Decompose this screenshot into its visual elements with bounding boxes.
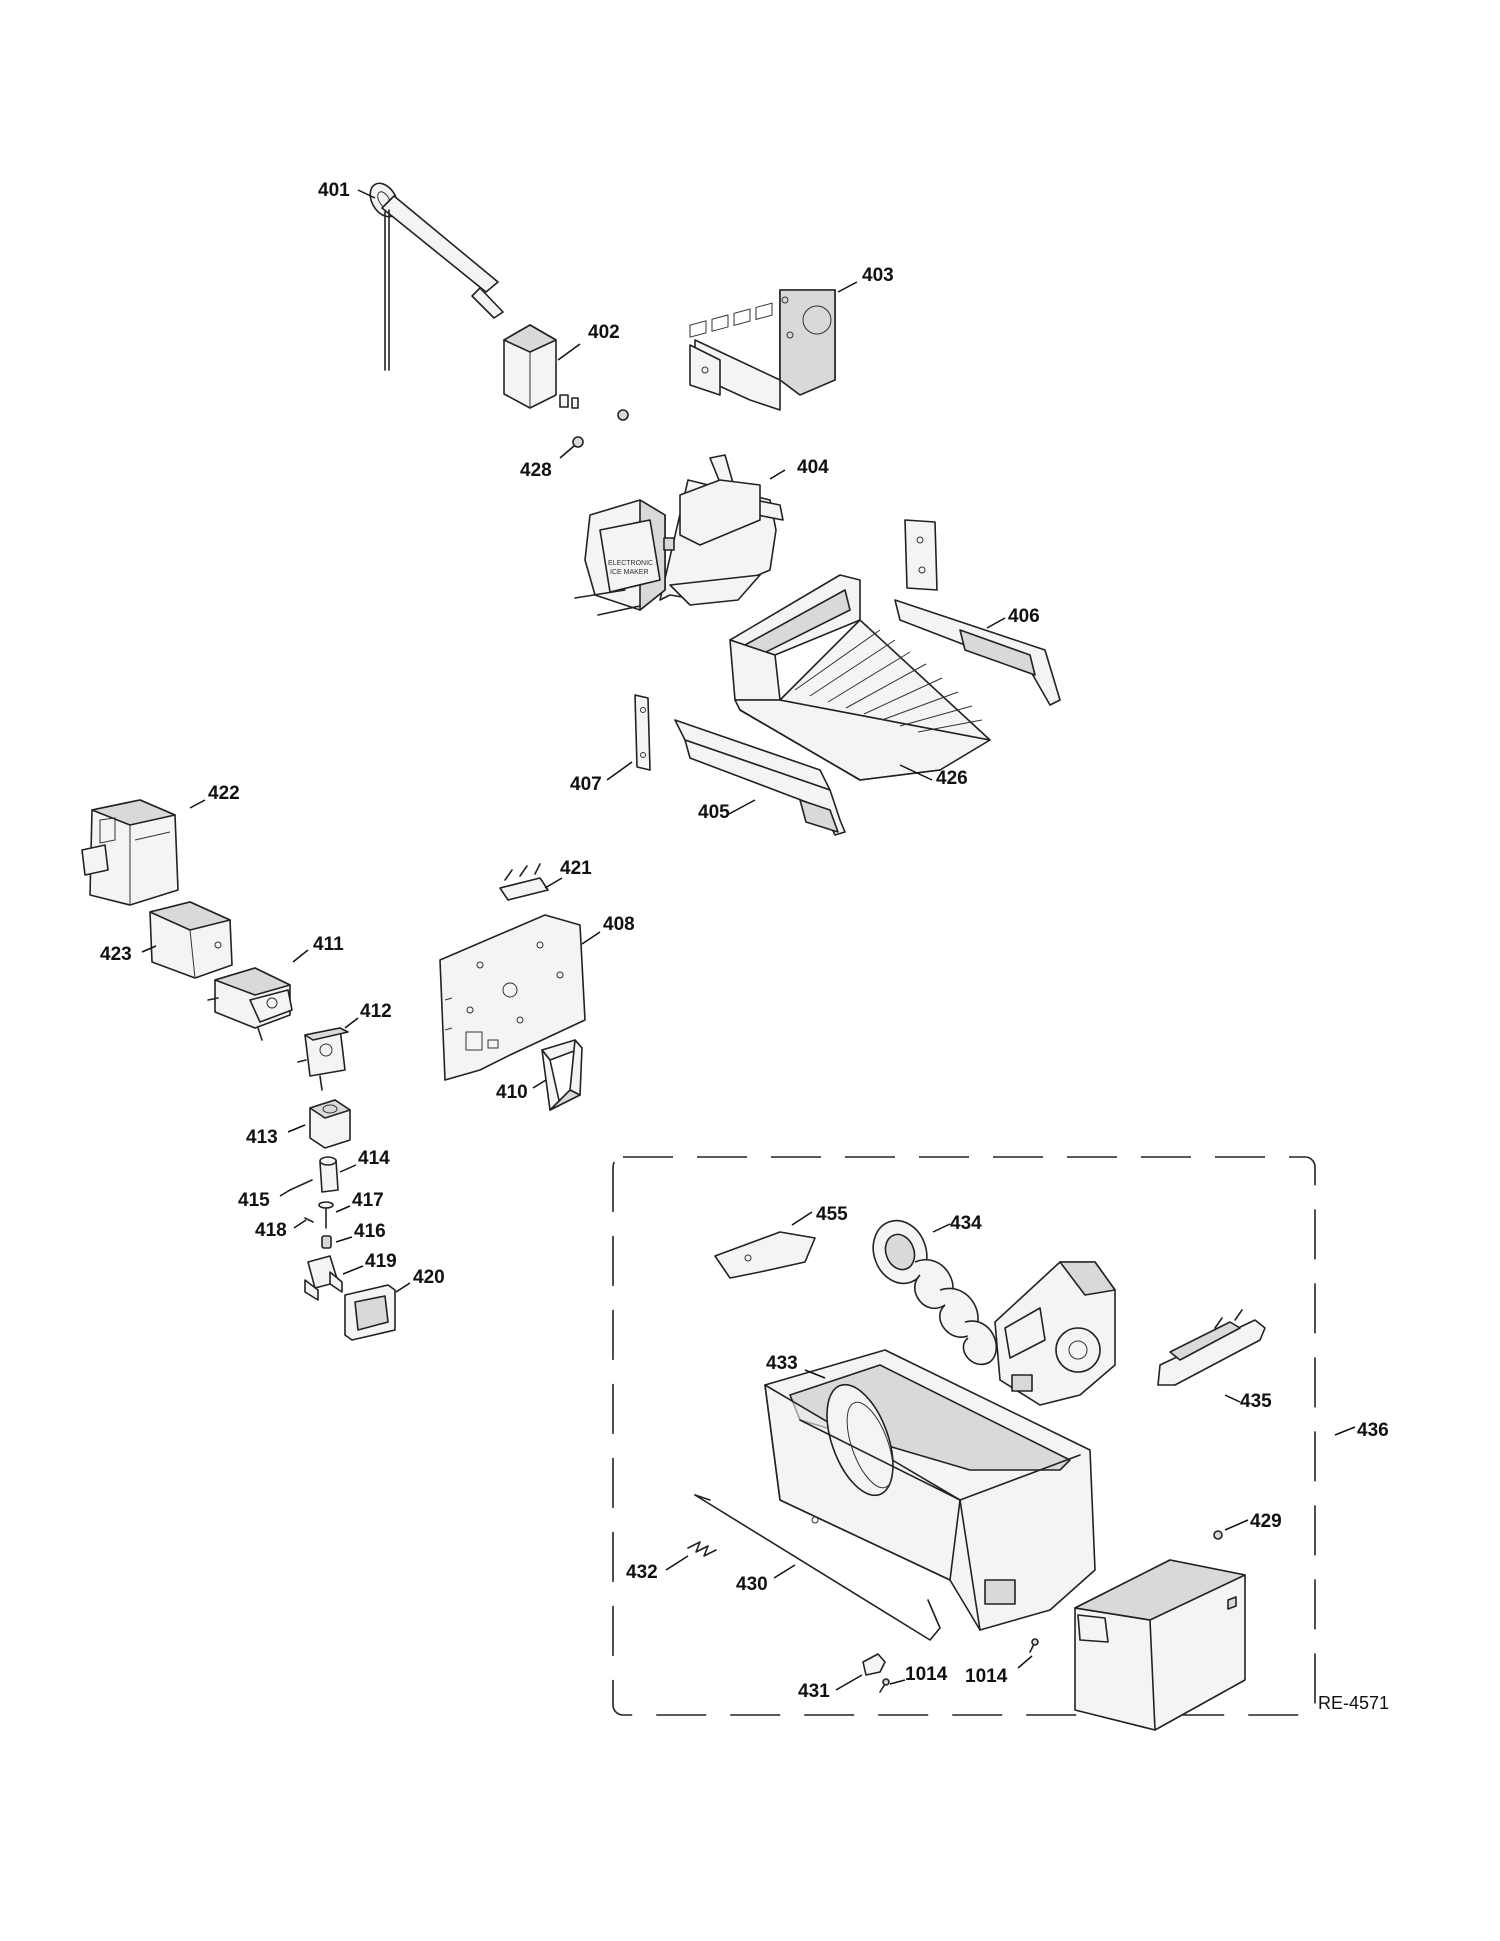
part-434-auger[interactable] [865, 1213, 998, 1365]
callout-414: 414 [358, 1148, 390, 1169]
part-426-ice-tray[interactable] [729, 574, 991, 781]
callout-436: 436 [1357, 1420, 1389, 1441]
callout-422: 422 [208, 783, 240, 804]
part-401-fill-tube[interactable] [365, 178, 504, 371]
callout-407: 407 [570, 774, 602, 795]
part-435-bracket[interactable] [1157, 1309, 1266, 1386]
part-416-spring[interactable] [321, 1235, 332, 1249]
callout-433: 433 [766, 1353, 798, 1374]
callout-413: 413 [246, 1127, 278, 1148]
callout-426: 426 [936, 768, 968, 789]
part-405-slide-rail[interactable] [674, 719, 846, 836]
callout-423: 423 [100, 944, 132, 965]
part-432-spring[interactable] [687, 1541, 717, 1557]
part-404-ice-maker[interactable]: ELECTRONIC ICE MAKER [574, 302, 790, 616]
part-428-nut[interactable] [572, 409, 629, 448]
part-429-screw[interactable] [1213, 1530, 1223, 1540]
callout-405: 405 [698, 802, 730, 823]
callout-431: 431 [798, 1681, 830, 1702]
callout-411: 411 [313, 934, 344, 955]
part-414-sleeve[interactable] [319, 1156, 339, 1193]
part-418-pin[interactable] [304, 1217, 314, 1223]
callout-419: 419 [365, 1251, 397, 1272]
callout-428: 428 [520, 460, 552, 481]
callout-403: 403 [862, 265, 894, 286]
icemaker-label-line2: ICE MAKER [610, 569, 649, 576]
part-410-clip[interactable] [541, 1039, 583, 1111]
part-423-housing[interactable] [149, 901, 233, 979]
part-417-plunger[interactable] [318, 1201, 334, 1229]
callout-406: 406 [1008, 606, 1040, 627]
part-434-auger-housing[interactable] [994, 1261, 1116, 1406]
assembly-436-outline [612, 1156, 1316, 1716]
part-455-plate[interactable] [714, 1231, 816, 1279]
part-419-bracket[interactable] [304, 1255, 343, 1301]
callout-410: 410 [496, 1082, 528, 1103]
part-412-solenoid[interactable] [297, 1027, 349, 1091]
callout-432: 432 [626, 1562, 658, 1583]
part-422-housing[interactable] [81, 799, 179, 906]
part-430-rod[interactable] [694, 1494, 941, 1641]
reference-code: RE-4571 [1318, 1693, 1389, 1713]
callout-401: 401 [318, 180, 350, 201]
part-420-clip[interactable] [344, 1284, 396, 1341]
part-403-mounting-bracket[interactable] [689, 289, 836, 411]
part-407-side-bracket[interactable] [634, 694, 651, 771]
callout-430: 430 [736, 1574, 768, 1595]
callout-408: 408 [603, 914, 635, 935]
callout-455: 455 [816, 1204, 848, 1225]
part-421-switch[interactable] [499, 863, 549, 901]
callout-435: 435 [1240, 1391, 1272, 1412]
part-406-slide-rail[interactable] [894, 519, 1061, 706]
callout-418: 418 [255, 1220, 287, 1241]
callout-402: 402 [588, 322, 620, 343]
part-433-ice-bucket[interactable] [764, 1349, 1096, 1631]
part-413-block[interactable] [309, 1099, 351, 1149]
part-415-pin[interactable] [289, 1179, 313, 1191]
part-1014-screw-a[interactable] [879, 1678, 890, 1693]
icemaker-label-line1: ELECTRONIC [608, 560, 653, 567]
callout-420: 420 [413, 1267, 445, 1288]
part-408-mounting-plate[interactable] [439, 914, 586, 1081]
callout-434: 434 [950, 1213, 982, 1234]
callout-415: 415 [238, 1190, 270, 1211]
part-411-motor[interactable] [207, 967, 293, 1041]
callout-1014-a: 1014 [905, 1664, 948, 1685]
callout-1014-b: 1014 [965, 1666, 1008, 1687]
part-429-cover[interactable] [1074, 1559, 1246, 1731]
callout-416: 416 [354, 1221, 386, 1242]
part-431-clip[interactable] [862, 1653, 886, 1676]
callout-412: 412 [360, 1001, 392, 1022]
callout-429: 429 [1250, 1511, 1282, 1532]
callout-417: 417 [352, 1190, 384, 1211]
part-402-bracket[interactable] [503, 324, 579, 409]
part-1014-screw-b[interactable] [1029, 1638, 1039, 1653]
callout-404: 404 [797, 457, 829, 478]
callout-421: 421 [560, 858, 592, 879]
